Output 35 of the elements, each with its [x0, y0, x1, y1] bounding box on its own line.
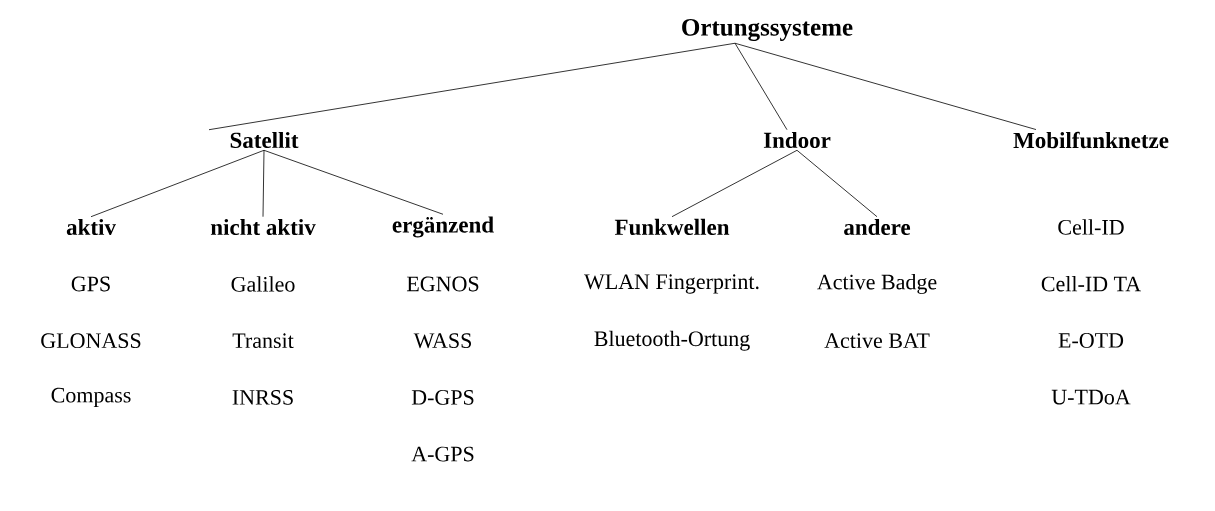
connector-line — [671, 149, 798, 218]
item-label: D-GPS — [411, 390, 474, 405]
item-label: INRSS — [232, 390, 293, 405]
item-label: EGNOS — [406, 276, 479, 292]
category-label: Funkwellen — [614, 218, 730, 236]
item-label: Bluetooth-Ortung — [594, 330, 750, 351]
category-label: ergänzend — [392, 216, 494, 238]
category-label: Indoor — [763, 131, 831, 149]
item-label: GPS — [71, 276, 110, 292]
connector-line — [208, 42, 736, 131]
item-label: Active BAT — [824, 333, 930, 349]
item-label: WASS — [413, 333, 471, 349]
item-label: U-TDoA — [1051, 389, 1131, 405]
connector-line — [90, 149, 265, 218]
connector-line — [263, 149, 444, 215]
item-label: Compass — [51, 387, 131, 407]
category-label: andere — [844, 218, 911, 236]
item-label: E-OTD — [1058, 333, 1124, 348]
category-label: aktiv — [66, 218, 116, 236]
item-label: A-GPS — [411, 446, 474, 462]
item-label: WLAN Fingerprint. — [584, 274, 759, 294]
heading: Ortungssysteme — [682, 18, 853, 42]
item-label: Galileo — [231, 276, 295, 292]
item-label: Transit — [232, 333, 294, 349]
connector-line — [796, 149, 878, 218]
connector-line — [734, 42, 788, 131]
category-label: Mobilfunknetze — [1013, 131, 1169, 149]
category-label: Satellit — [230, 131, 299, 149]
connector-line — [734, 42, 1037, 130]
connector-line — [262, 149, 265, 218]
item-label: Cell-ID — [1058, 219, 1124, 235]
item-label: Cell-ID TA — [1041, 275, 1141, 292]
category-label: nicht aktiv — [210, 218, 316, 236]
item-label: Active Badge — [817, 274, 937, 294]
item-label: GLONASS — [41, 333, 141, 349]
